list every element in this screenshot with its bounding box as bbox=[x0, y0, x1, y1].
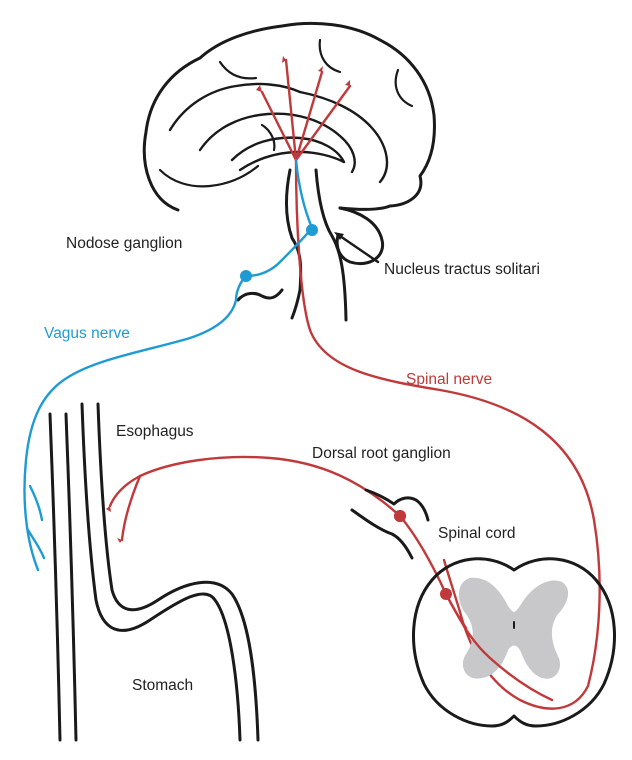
spinal-afferent-esophagus bbox=[110, 457, 400, 516]
label-stomach: Stomach bbox=[132, 678, 193, 694]
cerebellum bbox=[337, 208, 382, 264]
label-esophagus: Esophagus bbox=[116, 424, 194, 440]
nucleus-tractus-solitari-dot bbox=[306, 224, 318, 236]
label-nucleus-tractus-solitari: Nucleus tractus solitari bbox=[384, 262, 540, 278]
spinal-arrowheads bbox=[106, 56, 350, 543]
spinal-cord-cross-section bbox=[414, 559, 615, 726]
brainstem-right bbox=[316, 170, 346, 320]
vagus-branch-1 bbox=[30, 486, 42, 520]
vagus-nerve-path bbox=[25, 228, 313, 570]
vagus-to-nts bbox=[296, 160, 312, 228]
brain-fold-1 bbox=[170, 84, 300, 130]
label-nodose-ganglion: Nodose ganglion bbox=[66, 236, 182, 252]
esophagus-outer-left bbox=[50, 414, 60, 740]
dorsal-root-ganglion-dot-top bbox=[394, 510, 406, 522]
label-vagus-nerve: Vagus nerve bbox=[44, 326, 130, 342]
label-spinal-cord: Spinal cord bbox=[438, 526, 516, 542]
label-dorsal-root-ganglion: Dorsal root ganglion bbox=[312, 446, 451, 462]
dorsal-root bbox=[352, 490, 428, 558]
vagal-pathway bbox=[25, 160, 313, 570]
neck-outline bbox=[238, 290, 282, 300]
label-spinal-nerve: Spinal nerve bbox=[406, 372, 492, 388]
brain-fold-5 bbox=[262, 125, 274, 150]
nodose-ganglion-dot bbox=[240, 270, 252, 282]
esophagus-inner-left bbox=[66, 414, 76, 740]
spinal-nerve-path bbox=[296, 160, 600, 709]
nodose-ganglion-loop bbox=[238, 290, 282, 300]
